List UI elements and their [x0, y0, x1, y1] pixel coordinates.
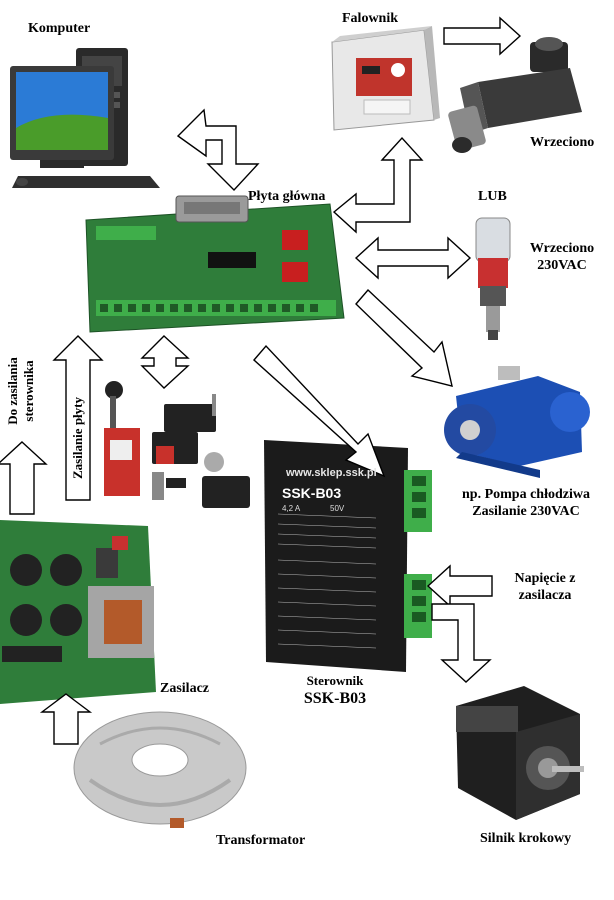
- pump-image: [444, 366, 590, 478]
- arrow-computer-board: [176, 108, 260, 192]
- label-driver-line2: SSK-B03: [303, 690, 367, 707]
- arrow-board-switches: [140, 335, 190, 389]
- inverter-image: [331, 26, 440, 131]
- arrow-board-inverter: [332, 136, 424, 234]
- label-driver: Sterownik SSK-B03: [290, 672, 380, 708]
- driver-voltage: 50V: [330, 504, 345, 513]
- label-psu-voltage-line1: Napięcie z: [514, 571, 576, 586]
- stepper-driver-image: [264, 440, 432, 672]
- driver-current: 4,2 A: [282, 504, 301, 513]
- label-pump-line2: Zasilanie 230VAC: [472, 504, 580, 519]
- driver-website: www.sklep.ssk.pl: [285, 467, 377, 479]
- spindle-230vac-image: [475, 217, 511, 340]
- arrow-board-spindle230: [354, 236, 472, 280]
- label-psu-voltage-line2: zasilacza: [518, 588, 572, 603]
- label-pump: np. Pompa chłodziwa Zasilanie 230VAC: [438, 486, 614, 520]
- spindle-image: [448, 37, 582, 153]
- power-supply-image: [0, 520, 156, 704]
- label-spindle-230vac: Wrzeciono 230VAC: [522, 240, 602, 274]
- label-power-supply: Zasilacz: [160, 681, 209, 696]
- label-inverter: Falownik: [342, 11, 399, 26]
- arrow-driver-power: [0, 441, 48, 515]
- label-or: LUB: [478, 189, 507, 204]
- arrow-board-driver: [253, 344, 386, 478]
- arrow-transformer-psu: [39, 693, 93, 745]
- label-spindle-230vac-line1: Wrzeciono: [529, 241, 595, 256]
- label-stepper-motor: Silnik krokowy: [480, 831, 572, 846]
- label-driver-line1: Sterownik: [306, 673, 364, 688]
- label-psu-voltage: Napięcie z zasilacza: [496, 570, 594, 604]
- label-mainboard: Płyta główna: [248, 189, 326, 204]
- mainboard-image: [85, 195, 345, 333]
- label-driver-power-line1: Do zasilania: [5, 357, 20, 425]
- label-board-power: Zasilanie płyty: [70, 397, 85, 479]
- switches-image: [104, 381, 250, 508]
- label-pump-line1: np. Pompa chłodziwa: [462, 487, 590, 502]
- arrow-psu-driver: [426, 564, 493, 608]
- arrow-board-power: [52, 335, 104, 501]
- label-spindle: Wrzeciono: [530, 135, 595, 150]
- driver-model: SSK-B03: [282, 485, 341, 501]
- label-spindle-230vac-line2: 230VAC: [537, 258, 587, 273]
- stepper-motor-image: [456, 686, 584, 820]
- label-driver-power: Do zasilania sterownika: [5, 347, 39, 435]
- arrow-driver-motor: [431, 603, 492, 683]
- arrow-board-pump: [355, 288, 453, 387]
- label-driver-power-line2: sterownika: [21, 360, 36, 422]
- arrow-inverter-to-spindle: [443, 16, 522, 56]
- computer-image: [10, 48, 160, 188]
- label-computer: Komputer: [28, 21, 91, 36]
- label-transformer: Transformator: [216, 833, 306, 848]
- transformer-image: [73, 711, 247, 828]
